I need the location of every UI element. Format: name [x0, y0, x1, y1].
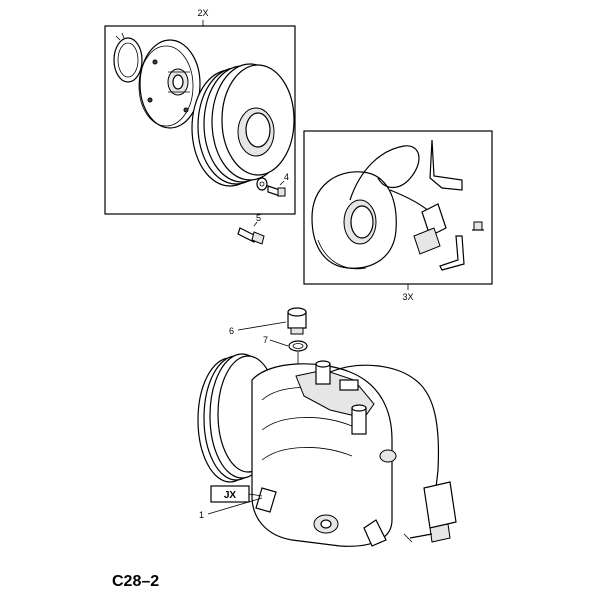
label-3x: 3X — [402, 292, 413, 302]
clutch-hub-plate — [138, 39, 201, 129]
field-coil-group: 3X — [303, 130, 493, 302]
bolt-5: 5 — [237, 213, 265, 245]
figure-code: C28–2 — [112, 573, 159, 590]
callout-1: 1 — [199, 497, 263, 520]
label-6: 6 — [229, 326, 234, 336]
label-2x: 2X — [197, 8, 208, 18]
jx-tag: JX — [210, 485, 263, 503]
coil-clip — [439, 235, 465, 271]
compressor — [197, 353, 397, 547]
pulley — [191, 63, 295, 187]
label-4: 4 — [284, 172, 289, 182]
clutch-pulley-box — [104, 25, 296, 215]
field-coil-box — [303, 130, 493, 285]
coil-connector — [413, 203, 447, 255]
compressor-harness — [329, 364, 457, 543]
label-7: 7 — [263, 335, 268, 345]
label-1: 1 — [199, 510, 204, 520]
label-5: 5 — [256, 213, 261, 223]
coil-screw — [472, 221, 484, 231]
bolt-4: 4 — [256, 172, 289, 197]
field-coil — [311, 171, 397, 270]
jx-tag-label: JX — [224, 490, 237, 501]
snap-ring — [113, 32, 143, 83]
seal-7: 7 — [263, 335, 308, 352]
plug-6: 6 — [229, 307, 307, 336]
clutch-pulley-group: 2X — [104, 8, 296, 215]
coil-wire — [349, 145, 420, 201]
coil-bracket — [429, 139, 463, 191]
